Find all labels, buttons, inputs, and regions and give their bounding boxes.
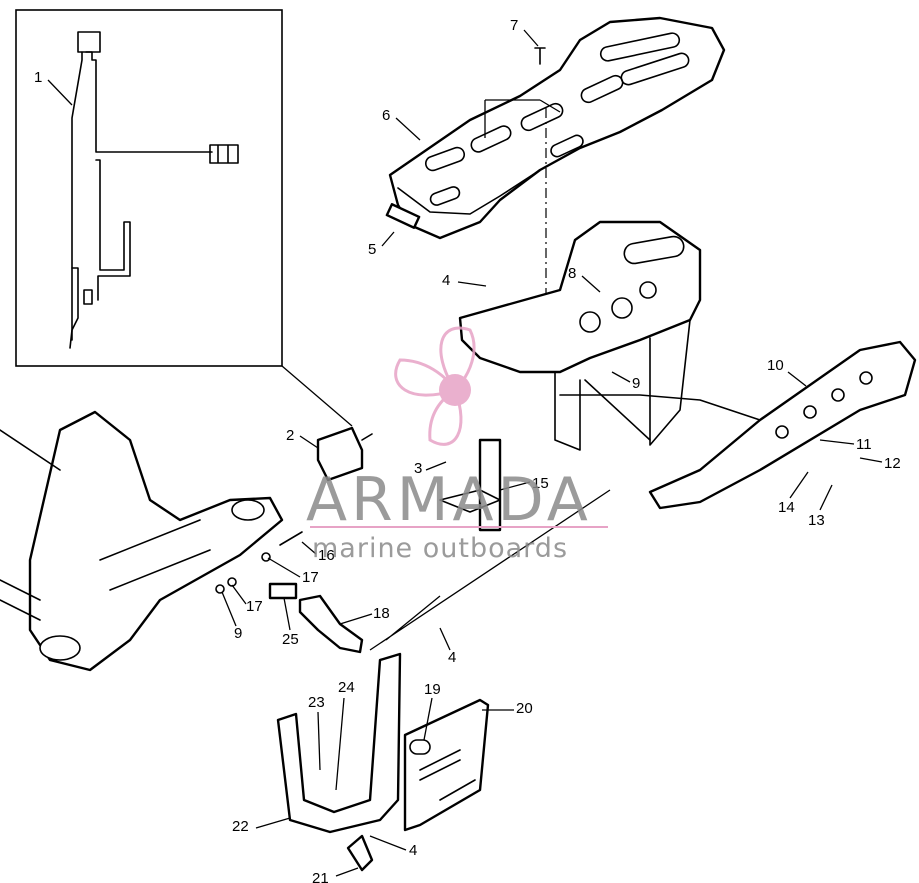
- callout-12: 12: [884, 455, 901, 472]
- callout-20: 20: [516, 700, 533, 717]
- callout-5: 5: [368, 241, 376, 258]
- callout-22: 22: [232, 818, 249, 835]
- frame-link: [559, 394, 761, 421]
- watermark: ARMADA marine outboards: [306, 326, 608, 564]
- brace: [298, 594, 364, 654]
- callout-15: 15: [532, 475, 549, 492]
- callout-9b: 9: [234, 625, 242, 642]
- callout-25: 25: [282, 631, 299, 648]
- callout-9: 9: [632, 375, 640, 392]
- wiring-harness-inset: [15, 9, 283, 367]
- callout-11: 11: [856, 436, 872, 453]
- callout-leaders: [47, 29, 883, 877]
- mud-flap: [403, 698, 490, 832]
- callout-8: 8: [568, 265, 576, 282]
- callout-19: 19: [424, 681, 441, 698]
- clip: [268, 582, 298, 600]
- vehicle-frame: [0, 410, 284, 672]
- callout-18: 18: [373, 605, 390, 622]
- bolt: [534, 47, 546, 65]
- hook: [346, 834, 374, 872]
- callout-2: 2: [286, 427, 294, 444]
- propeller-logo-icon: [394, 326, 476, 446]
- callout-17b: 17: [246, 598, 263, 615]
- rear-rack: [388, 16, 726, 240]
- callout-6: 6: [382, 107, 390, 124]
- callout-24: 24: [338, 679, 355, 696]
- callout-17a: 17: [302, 569, 319, 586]
- callout-14: 14: [778, 499, 795, 516]
- rear-bumper: [648, 340, 917, 510]
- callout-10: 10: [767, 357, 784, 374]
- bracket: [385, 203, 421, 229]
- callout-7: 7: [510, 17, 518, 34]
- callout-4b: 4: [448, 649, 456, 666]
- rack-support: [458, 220, 702, 451]
- washer: [227, 577, 237, 587]
- watermark-tagline: marine outboards: [312, 533, 568, 564]
- callout-13: 13: [808, 512, 825, 529]
- watermark-brand: ARMADA: [306, 465, 592, 535]
- callout-1: 1: [34, 69, 42, 86]
- tail-light: [316, 426, 373, 482]
- callout-4c: 4: [409, 842, 417, 859]
- callout-23: 23: [308, 694, 325, 711]
- washer: [261, 552, 271, 562]
- callout-21: 21: [312, 870, 329, 883]
- guard-bracket: [276, 652, 402, 834]
- callout-4: 4: [442, 272, 450, 289]
- nut: [215, 584, 225, 594]
- callout-16: 16: [318, 547, 335, 564]
- bolt: [279, 531, 303, 546]
- callout-3: 3: [414, 460, 422, 477]
- mount-post: [439, 438, 502, 532]
